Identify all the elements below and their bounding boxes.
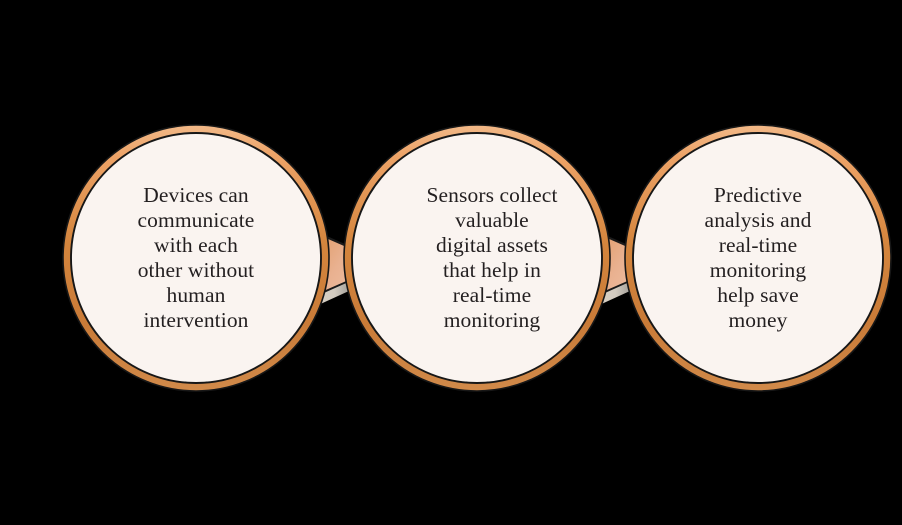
circle-ring-outer-outline — [343, 124, 611, 392]
circle-inner-face — [351, 132, 603, 384]
step-circle-3[interactable] — [624, 124, 892, 392]
circle-ring-outer-outline — [62, 124, 330, 392]
step-circle-2[interactable] — [343, 124, 611, 392]
circle-inner-face — [70, 132, 322, 384]
circle-inner-face — [632, 132, 884, 384]
circle-ring-outer-outline — [624, 124, 892, 392]
step-circle-1[interactable] — [62, 124, 330, 392]
